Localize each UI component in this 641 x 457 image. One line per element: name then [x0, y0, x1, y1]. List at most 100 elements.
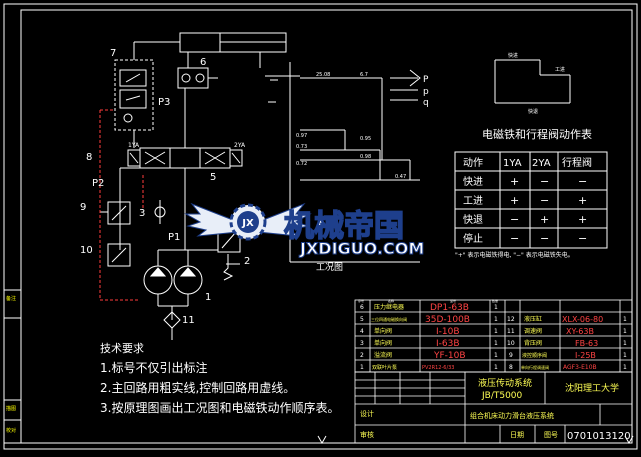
- part-row-3-name: 单向阀: [374, 327, 392, 335]
- action-header-action: 动作: [463, 157, 483, 169]
- title-drawing-name: 组合机床动力滑台液压系统: [470, 411, 554, 420]
- action-table-grid: [454, 151, 608, 249]
- motion-value-6: 0.98: [360, 154, 371, 160]
- label-10: 10: [80, 245, 93, 256]
- wing-left-icon: [184, 202, 239, 237]
- watermark-domain: JXDIGUO.COM: [299, 239, 424, 258]
- motion-value-3: 0.97: [296, 133, 307, 139]
- action-table-note: "+" 表示电磁铁得电, "−" 表示电磁铁失电。: [455, 251, 574, 259]
- part-row-3-qty: 1: [494, 328, 498, 335]
- part-row-1-model: DP1-63B: [430, 303, 469, 313]
- motion-value-4: 0.73: [296, 144, 307, 150]
- label-1ya: 1YA: [128, 142, 140, 149]
- tech-req-item-3: 3.按原理图画出工况图和电磁铁动作顺序表。: [100, 400, 339, 415]
- directional-valve: [139, 147, 231, 169]
- part-row-4-name: 单向阀: [374, 339, 392, 347]
- part-row-4-qty: 1: [494, 340, 498, 347]
- label-1: 1: [205, 292, 211, 303]
- part-row-3-model-r: XY-63B: [566, 327, 594, 336]
- part-row-6-qty: 1: [494, 364, 498, 371]
- part-row-5-qty-r: 1: [623, 352, 627, 359]
- part-row-4-no: 3: [360, 340, 364, 347]
- title-date-label: 日期: [510, 431, 524, 439]
- cycle-label-3: 快退: [528, 108, 538, 115]
- part-row-5-name-r: 液控顺序阀: [522, 352, 547, 359]
- label-p3: P3: [158, 97, 170, 108]
- title-designer-label: 设计: [360, 409, 374, 418]
- part-row-4-model: I-63B: [436, 339, 460, 349]
- label-2ya: 2YA: [234, 142, 246, 149]
- part-row-2-no: 5: [360, 316, 364, 323]
- title-block-grid: [354, 371, 633, 444]
- part-row-6-name: 双联叶片泵: [372, 364, 397, 371]
- port-p-lower: p: [423, 87, 429, 97]
- tech-req-title: 技术要求: [100, 342, 144, 355]
- title-project: 液压传动系统: [478, 377, 532, 389]
- part-row-1-qty: 1: [494, 304, 498, 311]
- action-row-1-2ya: −: [540, 175, 549, 188]
- title-school: 沈阳理工大学: [565, 382, 619, 394]
- part-row-5-qty: 1: [494, 352, 498, 359]
- action-header-2ya: 2YA: [532, 158, 551, 169]
- action-table-body: 快进 + − − 工进 + − + 快退 − + + 停止 − − −: [463, 175, 587, 245]
- part-row-6-no: 1: [360, 364, 364, 371]
- inner-frame: [20, 9, 633, 444]
- action-table-header: 动作 1YA 2YA 行程阀: [463, 156, 592, 169]
- part-row-3-qty-r: 1: [623, 328, 627, 335]
- part-row-5-model-r: I-25B: [575, 351, 596, 360]
- back-pressure-valve: [107, 243, 131, 267]
- parts-caption-name: 名称: [388, 298, 394, 303]
- action-row-4-name: 停止: [463, 232, 483, 245]
- watermark-brand: 机械帝国: [284, 209, 404, 244]
- part-row-4-model-r: FB-63: [575, 339, 598, 348]
- label-11: 11: [182, 315, 195, 326]
- action-row-1-1ya: +: [510, 175, 519, 188]
- left-strip-label-2: 描图: [6, 405, 16, 412]
- part-row-5-name: 溢流阀: [374, 351, 392, 359]
- action-row-2-1ya: +: [510, 194, 519, 207]
- action-header-valve: 行程阀: [562, 156, 592, 169]
- part-row-6-no-r: 8: [509, 364, 513, 371]
- parts-caption-model: 型号: [450, 298, 456, 303]
- motion-diagram: [265, 62, 421, 263]
- label-p2: P2: [92, 178, 104, 189]
- hydraulic-circuit: [100, 32, 287, 340]
- motion-value-8: 0.47: [395, 174, 406, 180]
- part-row-3-no: 4: [360, 328, 364, 335]
- action-row-3-name: 快退: [463, 214, 483, 226]
- part-row-3-model: I-10B: [436, 327, 460, 337]
- title-reviewer-label: 审核: [360, 430, 374, 439]
- title-code: JB/T5000: [481, 391, 523, 401]
- action-row-2-valve: +: [578, 194, 587, 207]
- label-p1: P1: [168, 232, 180, 243]
- part-row-1-name: 压力继电器: [374, 303, 404, 311]
- part-row-5-no-r: 9: [509, 352, 513, 359]
- parts-list-body: 6 压力继电器 DP1-63B 1 5 三位四通电磁换向阀 35D-100B 1…: [360, 303, 627, 371]
- label-3: 3: [139, 208, 145, 219]
- action-row-1-name: 快进: [463, 176, 483, 188]
- action-table-title: 电磁铁和行程阀动作表: [482, 127, 592, 141]
- part-row-5-model: YF-10B: [433, 351, 466, 361]
- control-lines: [99, 109, 144, 301]
- wing-right-icon: [257, 202, 312, 237]
- parts-caption-no: 序号: [358, 298, 364, 303]
- action-row-3-2ya: +: [540, 213, 549, 226]
- motion-value-2: 6.7: [360, 72, 368, 78]
- label-8: 8: [86, 152, 92, 163]
- sequence-valve: [107, 201, 131, 225]
- label-5: 5: [210, 172, 216, 183]
- motion-value-7: 0.72: [296, 161, 307, 167]
- motion-value-5: 0.95: [360, 136, 371, 142]
- watermark-logo-text: JX: [241, 218, 254, 229]
- port-p: P: [423, 75, 429, 85]
- part-row-2-qty: 1: [494, 316, 498, 323]
- title-drawing-no-label: 图号: [544, 431, 558, 439]
- part-row-2-model-r: XLX-06-80: [562, 315, 603, 324]
- label-7: 7: [110, 48, 116, 59]
- action-header-1ya: 1YA: [503, 158, 522, 169]
- motion-bottom-label: 工况图: [316, 262, 343, 273]
- action-row-4-2ya: −: [540, 232, 549, 245]
- part-row-2-name: 三位四通电磁换向阀: [371, 316, 407, 322]
- left-strip-label-1: 备注: [6, 295, 16, 302]
